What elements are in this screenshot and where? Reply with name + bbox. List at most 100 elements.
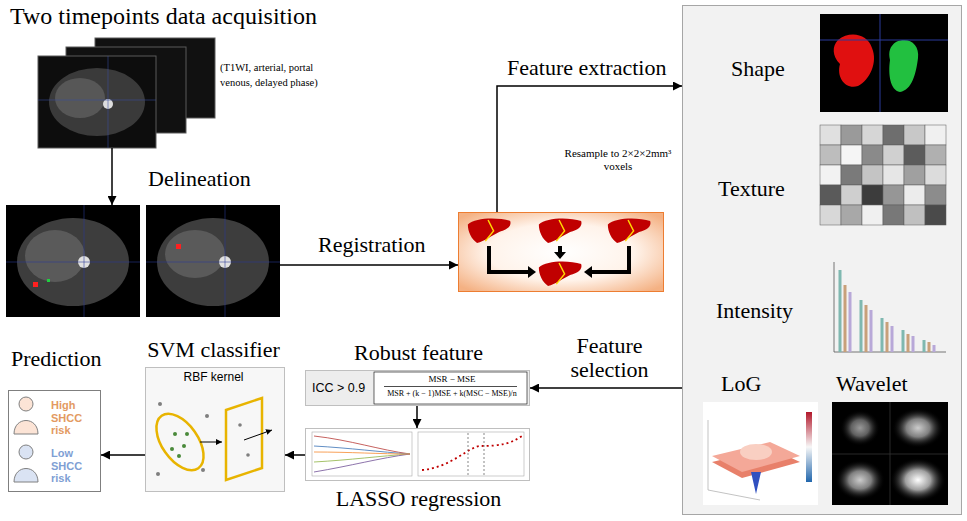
texture-grid xyxy=(841,125,862,145)
delineation-mri xyxy=(146,262,280,263)
svm-kernel-sketch xyxy=(173,432,177,436)
flow-arrow xyxy=(285,454,305,456)
liver-registration-icons xyxy=(539,261,582,285)
intensity-histogram xyxy=(840,270,924,352)
liver-registration-icons xyxy=(592,246,629,272)
box-fill xyxy=(145,367,285,492)
shape-rendering xyxy=(880,14,881,112)
texture-grid xyxy=(904,125,925,145)
liver-registration-icons xyxy=(554,252,566,259)
flow-arrow xyxy=(416,406,418,428)
liver-registration-icons xyxy=(584,266,592,278)
kernel-label: RBF kernel xyxy=(146,371,281,385)
delineation-mri xyxy=(6,262,140,263)
svm-kernel-sketch xyxy=(226,398,262,480)
mri-slice-stack xyxy=(108,56,109,148)
feature-type: Intensity xyxy=(716,298,793,323)
lasso-plots xyxy=(484,433,485,475)
svm-kernel-sketch xyxy=(205,414,209,418)
svm-kernel-sketch xyxy=(156,472,160,476)
svm-kernel-sketch xyxy=(170,447,174,451)
wavelet-image xyxy=(890,402,891,505)
liver-registration-icons xyxy=(539,218,582,242)
texture-grid xyxy=(820,185,841,205)
wavelet-image xyxy=(890,458,946,502)
image-stack: Two timepoints data acquisition(T1WI, ar… xyxy=(8,36,348,148)
texture-grid xyxy=(904,145,925,165)
intensity-histogram xyxy=(834,262,946,352)
mri-slice-stack xyxy=(49,68,145,136)
texture-grid xyxy=(862,125,883,145)
delineation-mri xyxy=(6,205,280,317)
delineation-mri xyxy=(165,230,225,278)
shape-rendering xyxy=(820,40,948,41)
svm-kernel-sketch xyxy=(158,402,162,406)
log-filter-surface xyxy=(740,444,772,460)
wavelet-image xyxy=(832,454,948,455)
texture-grid xyxy=(925,165,946,185)
feature-type: LoG xyxy=(721,371,761,396)
texture-grid xyxy=(925,205,946,225)
log-filter-surface xyxy=(703,402,818,505)
lasso-plots xyxy=(468,433,469,475)
icc-formula-frame xyxy=(374,372,527,404)
intensity-histogram xyxy=(834,262,946,352)
texture-grid xyxy=(862,205,883,225)
feature-panel: ShapeTextureIntensityLoGWavelet xyxy=(682,5,962,515)
liver-registration-icons xyxy=(528,266,536,278)
delineation-mri xyxy=(146,205,280,317)
texture-grid xyxy=(841,165,862,185)
icc-threshold: ICC > 0.9 xyxy=(312,381,365,395)
svm-kernel-sketch xyxy=(147,398,272,480)
liver-registration-icons xyxy=(468,218,651,285)
icc-formula-frame xyxy=(374,372,527,404)
shape-rendering xyxy=(889,40,918,92)
texture-grid xyxy=(883,165,904,185)
intensity-histogram xyxy=(850,292,934,352)
svm-box: SVM classifierRBF kernel xyxy=(145,367,285,492)
texture-grid xyxy=(862,145,883,165)
texture-grid xyxy=(820,165,841,185)
wavelet-image xyxy=(832,402,948,505)
delineation-mri xyxy=(84,205,85,317)
liver-registration-icons xyxy=(468,218,511,242)
texture-grid xyxy=(820,125,946,225)
svm-kernel-sketch xyxy=(244,430,272,440)
texture-grid xyxy=(883,145,904,165)
resample-note: Resample to 2×2×2mm³ voxels xyxy=(556,147,680,172)
risk-class: High SHCC risk xyxy=(51,399,97,437)
box-fill xyxy=(8,390,101,492)
shape-rendering xyxy=(820,14,948,112)
lasso-plots xyxy=(314,452,410,454)
lasso-plots xyxy=(314,436,410,454)
feature-type: Wavelet xyxy=(836,371,908,396)
texture-grid xyxy=(820,145,841,165)
edge-label: Feature extraction xyxy=(507,55,666,80)
texture-grid xyxy=(820,125,841,145)
texture-grid xyxy=(925,145,946,165)
intensity-histogram xyxy=(845,285,929,352)
texture-grid xyxy=(904,205,925,225)
lasso-plots xyxy=(312,432,524,476)
delineation-mri xyxy=(6,205,140,317)
svm-kernel-sketch xyxy=(246,453,250,457)
texture-grid xyxy=(841,185,862,205)
feature-type: Texture xyxy=(718,176,785,201)
delineation-mri xyxy=(225,205,226,317)
lasso-box: LASSO regression xyxy=(305,428,530,481)
texture-grid xyxy=(883,185,904,205)
texture-grid xyxy=(841,205,862,225)
svm-kernel-sketch xyxy=(185,432,189,436)
patient-icons xyxy=(14,469,38,483)
log-filter-surface xyxy=(751,472,761,494)
delineation-mri xyxy=(47,279,50,282)
patient-icons xyxy=(14,397,38,482)
formula-denominator: MSR + (k − 1)MSE + k(MSC − MSE)/n xyxy=(378,389,526,398)
texture-grid xyxy=(862,165,883,185)
delineation-images xyxy=(6,205,280,319)
mri-slice-stack xyxy=(38,38,215,148)
icc-formula-frame xyxy=(384,386,517,387)
